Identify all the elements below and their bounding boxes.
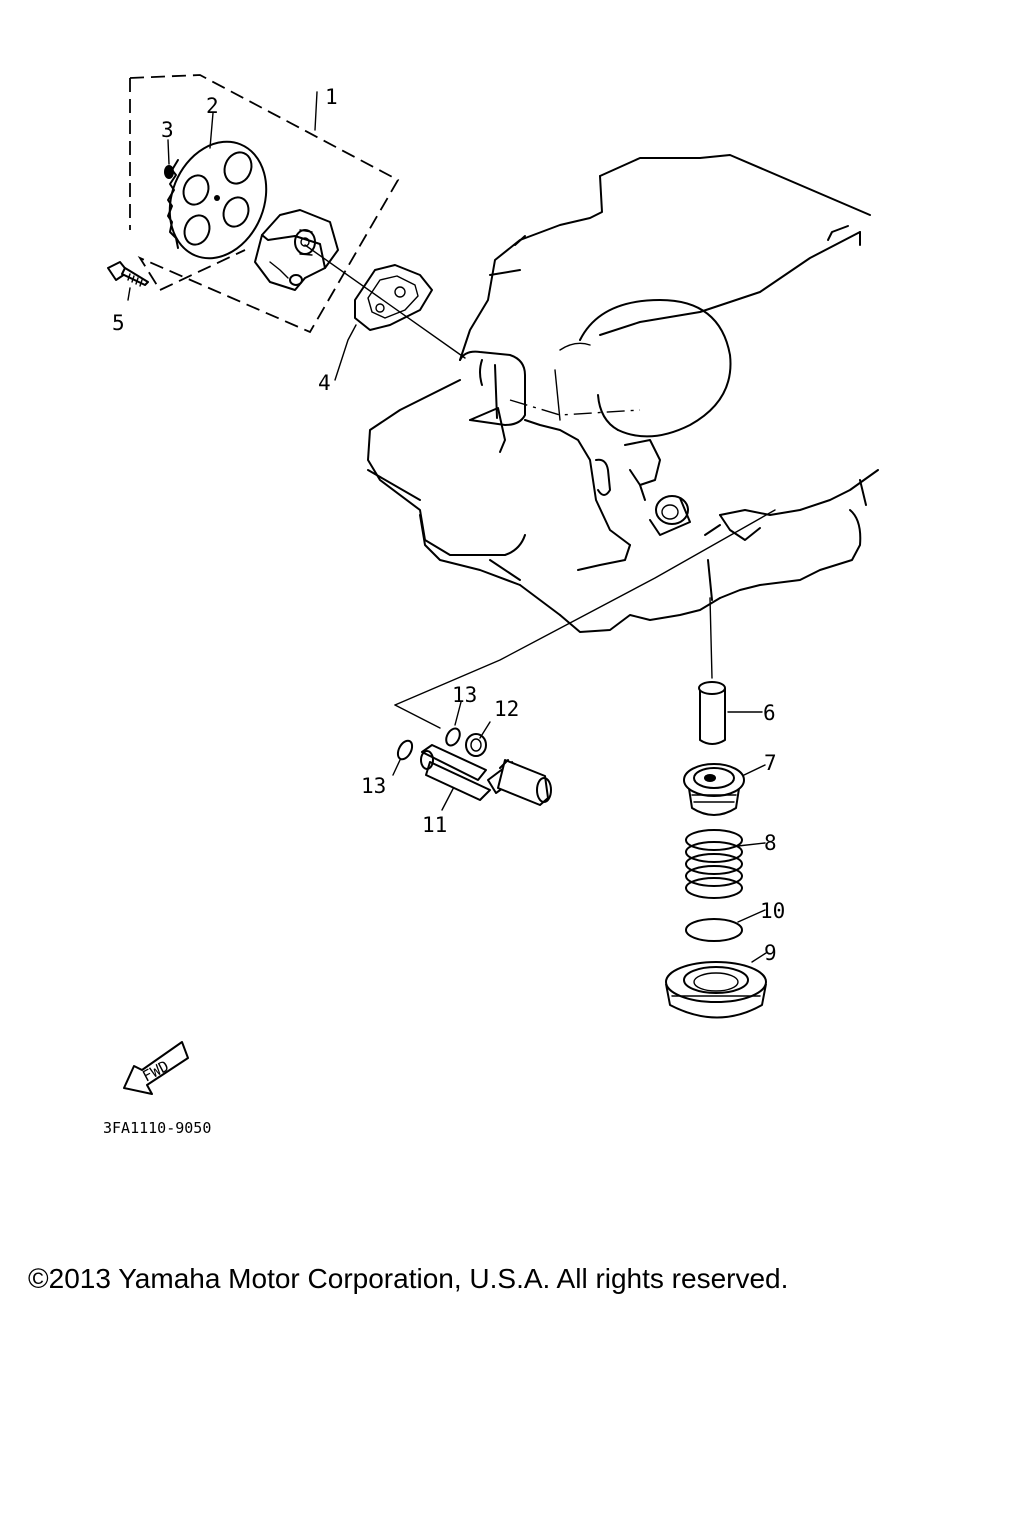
leader-lines [127,91,776,963]
oil-pump-gear [167,140,268,260]
callout-8: 8 [764,831,777,855]
callout-7: 7 [764,751,777,775]
oil-pump-body [254,209,339,291]
screw [107,261,149,287]
relief-valve-pipe [698,681,726,745]
callout-13: 13 [452,683,477,707]
callout-6: 6 [763,701,776,725]
callout-5: 5 [112,311,125,335]
callout-4: 4 [318,371,331,395]
callout-1: 1 [325,85,338,109]
relief-valve-o-ring [685,918,743,942]
callout-10: 10 [760,899,785,923]
callout-2: 2 [206,94,219,118]
fwd-arrow-icon: FWD [123,1041,189,1095]
circlip [465,733,487,757]
engine-crankcase [367,154,879,633]
callout-3: 3 [161,118,174,142]
relief-valve-cap [665,961,767,1019]
callout-11: 11 [422,813,447,837]
dowel-pin [164,165,174,179]
callout-9: 9 [764,941,777,965]
o-ring [396,739,414,761]
callout-13: 13 [361,774,386,798]
diagram-code: 3FA1110-9050 [103,1119,211,1137]
oil-pump-drive-shaft [420,744,552,806]
oil-pump-assembly-box [129,74,400,334]
oil-pump-gasket [354,264,433,331]
relief-valve-plug [683,763,745,816]
relief-valve-spring [685,829,743,899]
callout-12: 12 [494,697,519,721]
o-ring [445,727,461,747]
copyright-notice: ©2013 Yamaha Motor Corporation, U.S.A. A… [28,1263,789,1294]
